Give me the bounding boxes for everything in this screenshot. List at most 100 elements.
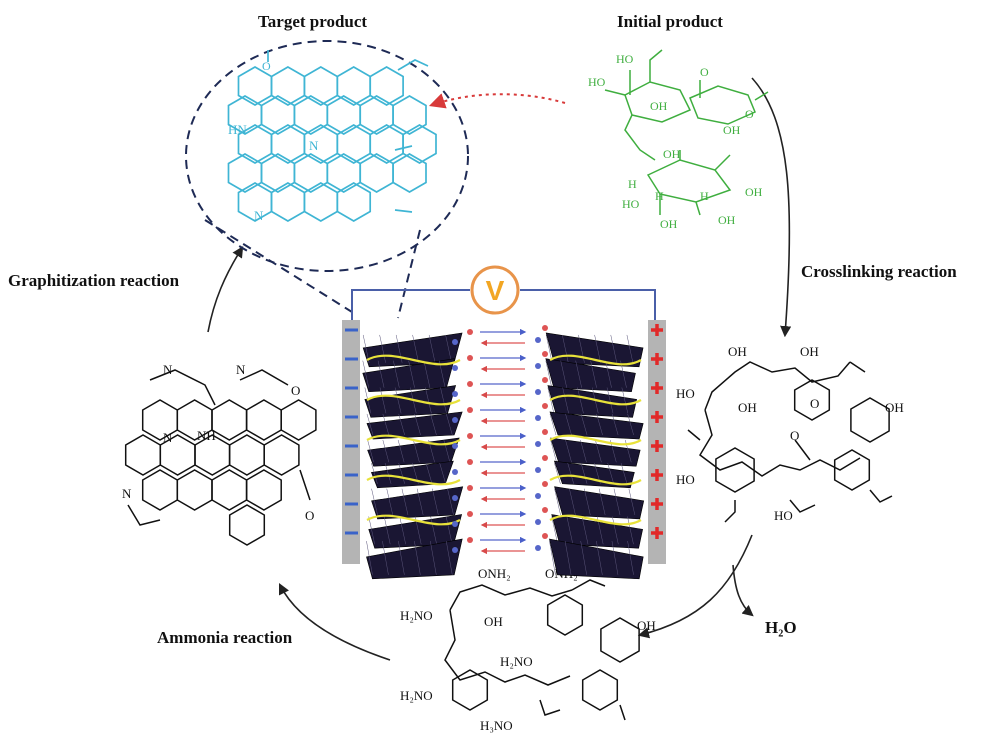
ion-blue-6 [535,493,541,499]
plus-sign-0 [651,324,663,336]
sheet-hatch-2-4 [425,387,432,414]
carbon-sheet-8 [549,538,644,580]
sheet-hatch-5-1 [567,462,574,484]
carbon-sheet-1 [545,358,636,393]
plus-sign-4 [651,440,663,452]
sheet-hatch-3-2 [580,413,588,436]
carbon-sheet-0 [545,332,644,368]
sheet-hatch-7-1 [566,516,574,545]
circuit-wire [351,289,656,322]
sheet-hatch-8-5 [627,540,634,575]
target-ring-12 [270,124,306,164]
target-ring-7 [293,95,329,135]
inter-ring-12 [211,469,248,511]
sheet-hatch-5-0 [554,462,561,484]
ion-red-r-1 [542,351,548,357]
crosslinked-molecule [687,361,893,523]
arrow-water [732,564,754,617]
sheet-hatch-5-1 [384,462,392,484]
ion-blue-l-1 [452,365,458,371]
sheet-hatch-5-4 [607,462,614,484]
ion-blue-l-3 [452,417,458,423]
target-ring-14 [336,124,372,164]
cross-atom-oh-1: OH [728,344,747,359]
sheet-hatch-1-0 [545,360,553,388]
target-ring-26 [336,182,372,222]
target-ring-4 [369,66,404,106]
ion-blue-l-6 [452,495,458,501]
ion-blue-1 [535,363,541,369]
ion-blue-l-2 [452,391,458,397]
ion-red-r-0 [542,325,548,331]
target-atom-hn: HN [228,122,247,137]
negative-signs [345,328,358,535]
inter-atom-n-4: N [122,486,132,501]
cross-ring-1 [793,379,831,421]
sheet-hatch-0-5 [626,334,634,363]
sheet-hatch-7-1 [383,516,391,545]
sheet-hatch-0-1 [379,334,386,363]
target-ring-1 [270,66,306,106]
sheet-hatch-8-4 [611,540,619,575]
cross-atom-o-2: O [790,428,799,443]
label-water: H₂O [765,618,797,637]
target-molecule [227,50,437,222]
sheet-hatch-6-0 [371,488,378,515]
sheet-hatch-8-3 [596,540,603,575]
ion-path-2 [549,434,642,446]
initial-atom-oh-5: OH [660,217,678,231]
cross-ring-4 [833,449,871,491]
sheet-hatch-6-1 [386,488,393,515]
sheet-hatch-8-0 [366,540,373,575]
sheet-hatch-1-1 [560,360,567,388]
sheet-hatch-4-1 [565,439,572,463]
ion-path-4 [366,514,461,526]
ion-red-r-4 [542,429,548,435]
target-ring-18 [260,153,296,193]
cross-atom-oh-2: OH [800,344,819,359]
amm-chain [444,584,573,686]
sheet-hatch-7-4 [430,516,437,545]
sheet-hatch-3-1 [382,413,390,436]
inter-ring-8 [228,434,265,476]
sheet-hatch-1-2 [393,360,400,388]
ion-blue-0 [535,337,541,343]
target-ring-20 [326,153,362,193]
initial-atom-o-1: O [700,65,709,79]
ion-blue-l-7 [452,521,458,527]
ion-red-r-8 [542,533,548,539]
carbon-sheet-8 [366,538,463,580]
sheet-hatch-1-3 [408,360,415,388]
sheet-hatch-7-0 [551,516,558,545]
ion-red-1 [467,355,473,361]
sheet-hatch-1-1 [377,360,385,388]
intermediate-molecule [124,369,317,546]
sheet-hatch-7-2 [399,516,406,545]
ion-path-1 [366,394,461,406]
target-ring-21 [359,153,394,193]
sheet-hatch-6-3 [598,488,606,515]
cross-substituents [687,361,893,523]
inter-atom-nh: NH [197,428,216,443]
ion-blue-2 [535,389,541,395]
ion-red-2 [467,381,473,387]
ion-blue-7 [535,519,541,525]
inter-ring-14 [228,504,266,546]
ion-blue-l-8 [452,547,458,553]
initial-atom-oh-1: OH [650,99,668,113]
initial-atom-oh-3: OH [663,147,681,161]
ion-red-8 [467,537,473,543]
target-ring-10 [392,95,427,135]
initial-atom-h-3: H [700,189,709,203]
label-ammonia: Ammonia reaction [157,628,293,647]
sheet-hatch-0-3 [412,334,419,363]
initial-atom-oh-2: OH [723,123,741,137]
negative-electrode [342,320,360,564]
sheet-hatch-6-2 [401,488,409,515]
plus-sign-5 [651,469,663,481]
target-atom-n-ring: N [254,208,264,223]
sheet-hatch-8-5 [446,540,453,575]
target-ring-19 [293,153,329,193]
arrow-ammonia-reaction [278,582,391,661]
